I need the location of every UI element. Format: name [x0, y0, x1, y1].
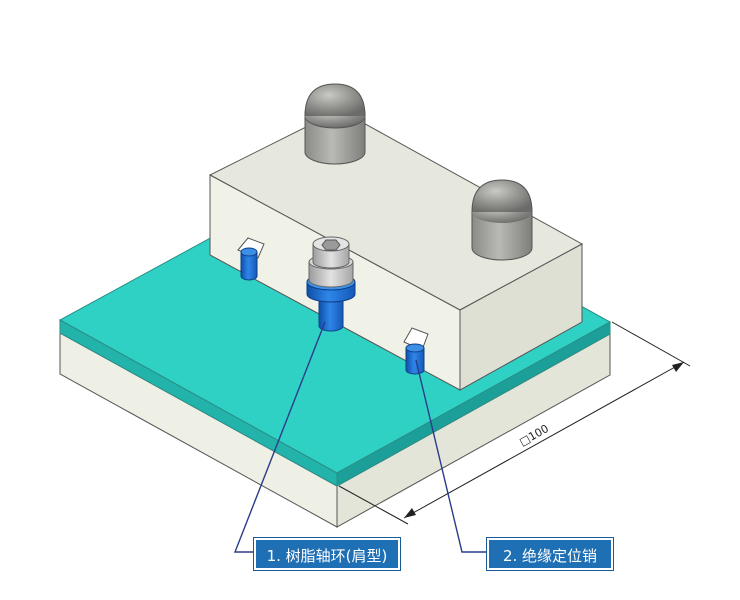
insulating-pin-left — [237, 237, 265, 281]
leader-line-2 — [415, 359, 487, 553]
leader-lines — [233, 321, 487, 553]
dimension-line — [403, 361, 685, 519]
leader-line-1 — [233, 321, 326, 553]
dome-pin-2 — [471, 179, 533, 261]
hex-socket-icon — [321, 239, 341, 251]
resin-collar-with-bolt — [306, 236, 356, 332]
top-block-right — [459, 243, 583, 391]
dimension-text: □100 — [517, 422, 551, 449]
label-insulating-pin: 2. 绝缘定位销 — [487, 538, 613, 570]
teal-plate-right — [336, 321, 611, 487]
insulating-pin-right — [403, 327, 429, 375]
dome-pin-1 — [304, 83, 366, 165]
label-resin-collar: 1. 树脂轴环(肩型) — [254, 538, 400, 570]
